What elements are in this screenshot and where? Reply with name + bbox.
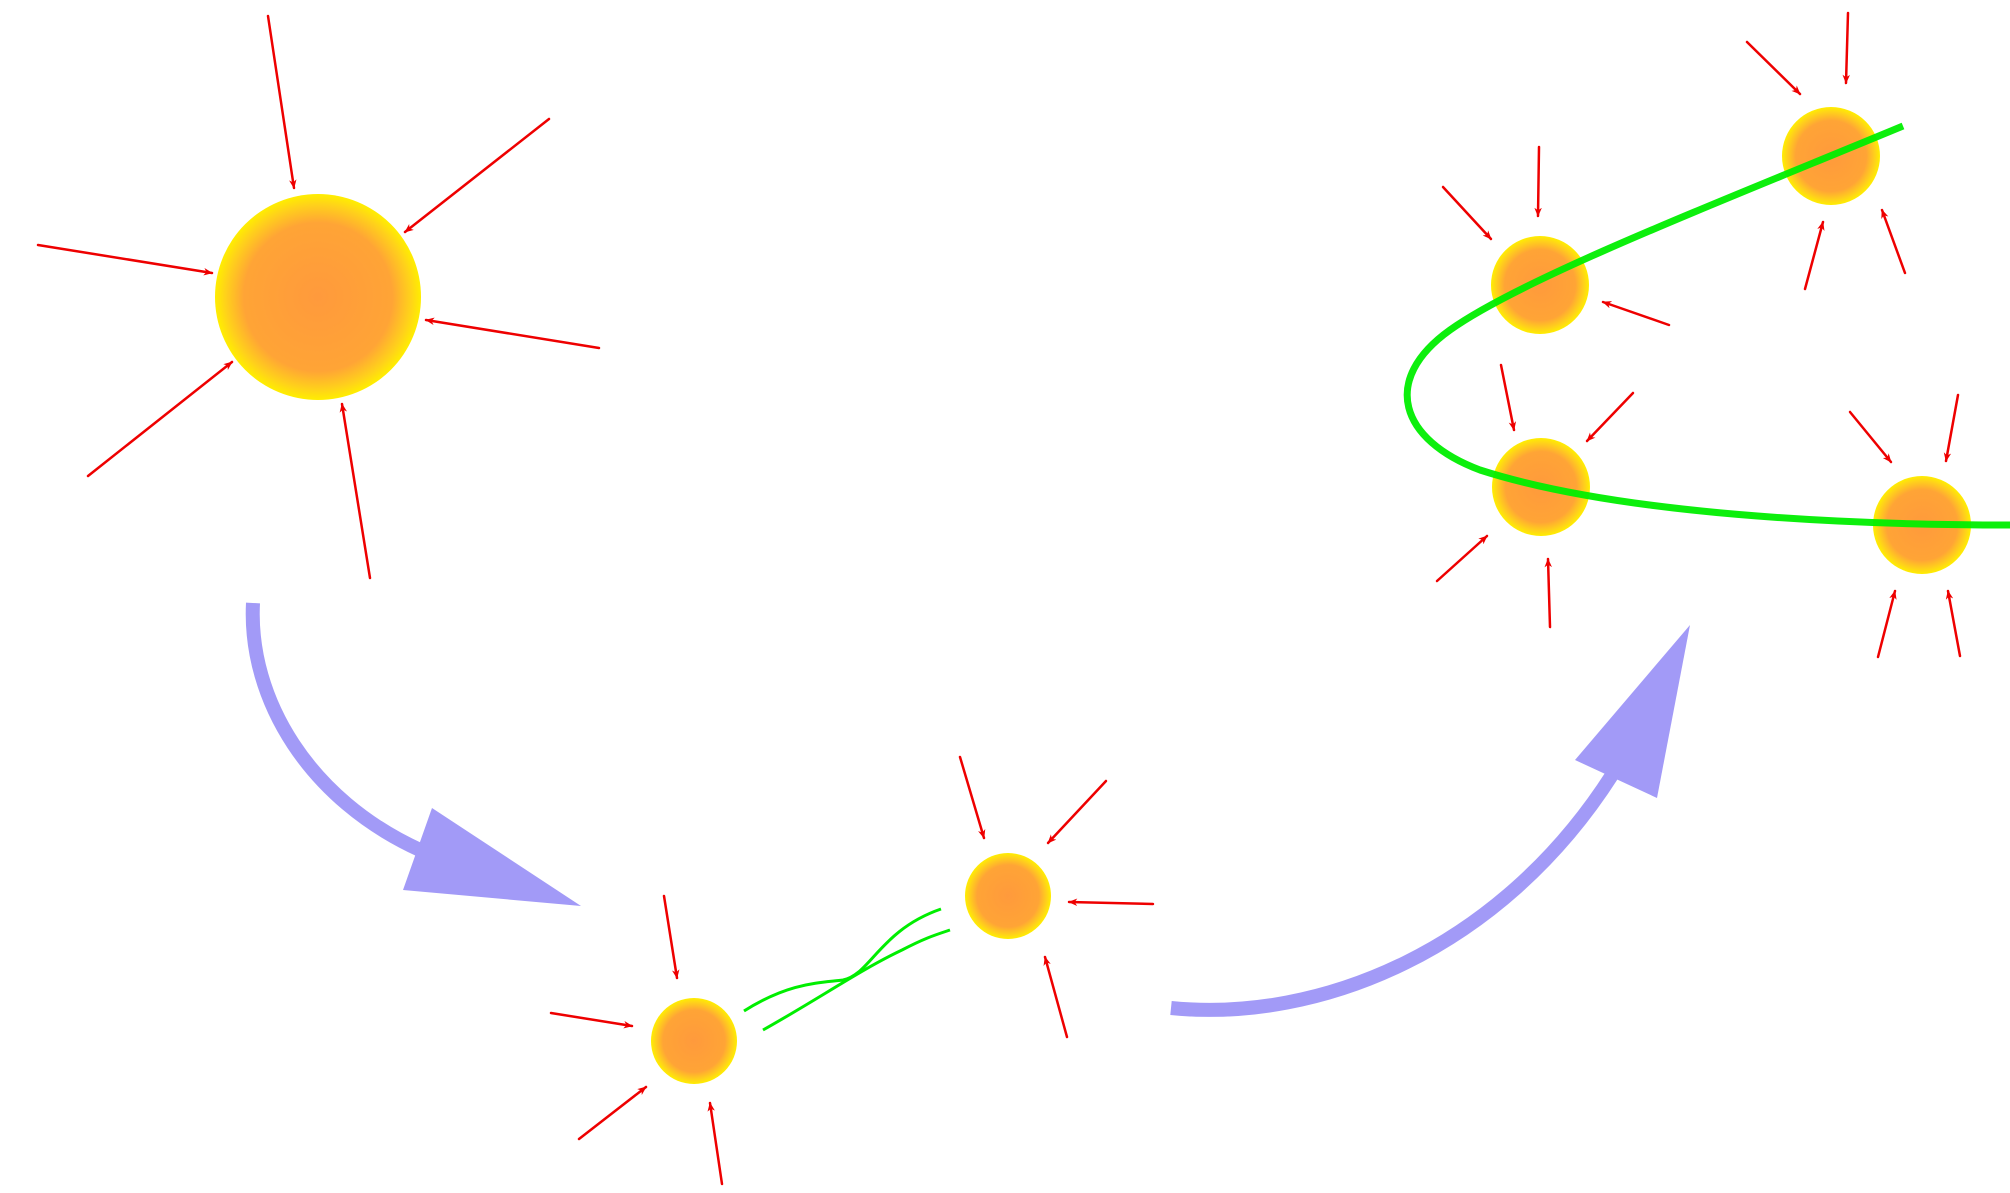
transition-arrow-2 bbox=[1171, 625, 1690, 1010]
force-arrow bbox=[1501, 365, 1514, 430]
force-arrow bbox=[551, 1013, 632, 1026]
force-arrow bbox=[960, 757, 984, 838]
force-arrow bbox=[1587, 393, 1633, 441]
force-arrow bbox=[1437, 536, 1487, 581]
force-arrow bbox=[1805, 222, 1823, 289]
force-arrow bbox=[1048, 781, 1106, 843]
force-arrow bbox=[664, 896, 677, 978]
stage-pair-of-blobs bbox=[551, 757, 1153, 1184]
force-arrow bbox=[710, 1103, 722, 1184]
force-arrow bbox=[1045, 957, 1067, 1037]
force-arrow bbox=[426, 320, 599, 348]
force-arrow bbox=[1878, 591, 1895, 657]
stage-single-large-blob bbox=[38, 16, 599, 578]
force-arrow bbox=[1603, 302, 1669, 325]
force-arrow bbox=[1846, 13, 1848, 83]
transition-arrow-1 bbox=[253, 603, 581, 906]
force-arrow bbox=[1443, 187, 1491, 239]
force-arrow bbox=[1747, 42, 1800, 94]
small-blob-right bbox=[965, 853, 1051, 939]
force-arrow bbox=[405, 119, 549, 232]
force-arrow bbox=[1538, 147, 1539, 216]
force-arrow bbox=[342, 404, 370, 578]
curve-blob-upper-left bbox=[1491, 236, 1589, 334]
string-filaments bbox=[744, 909, 950, 1030]
force-arrow bbox=[268, 16, 294, 188]
force-arrow bbox=[88, 362, 232, 476]
large-blob bbox=[215, 194, 421, 400]
force-arrow bbox=[1069, 902, 1153, 904]
force-arrow bbox=[579, 1087, 646, 1139]
force-arrow bbox=[38, 245, 212, 273]
stage-four-blobs-on-curve bbox=[1407, 13, 2010, 657]
force-arrow bbox=[1882, 210, 1905, 273]
force-arrow bbox=[1948, 591, 1960, 656]
force-arrow bbox=[1946, 395, 1958, 461]
force-arrow bbox=[1548, 559, 1550, 627]
small-blob-left bbox=[651, 998, 737, 1084]
force-arrow bbox=[1850, 412, 1891, 462]
